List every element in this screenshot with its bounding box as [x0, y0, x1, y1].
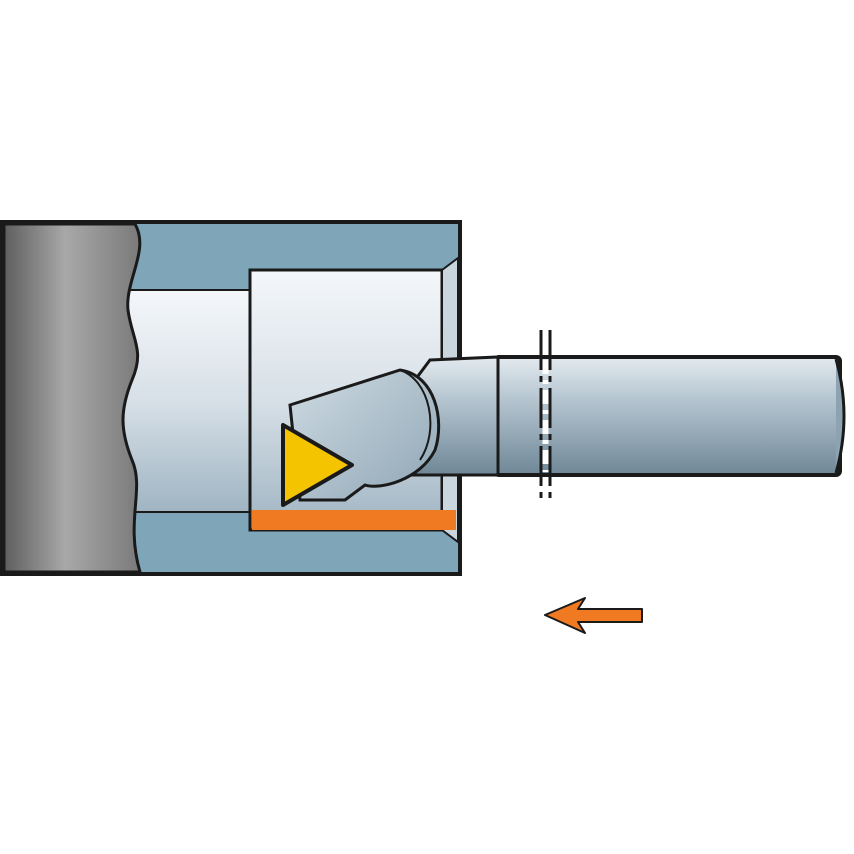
tool-head-contour	[399, 369, 432, 461]
cutting-insert	[281, 423, 354, 507]
tool-shank-end	[834, 358, 846, 474]
workpiece-cutaway	[2, 222, 142, 574]
machined-surface	[252, 510, 456, 530]
boring-bar-tool	[281, 330, 846, 507]
feed-direction-arrow-left-icon	[544, 597, 643, 634]
